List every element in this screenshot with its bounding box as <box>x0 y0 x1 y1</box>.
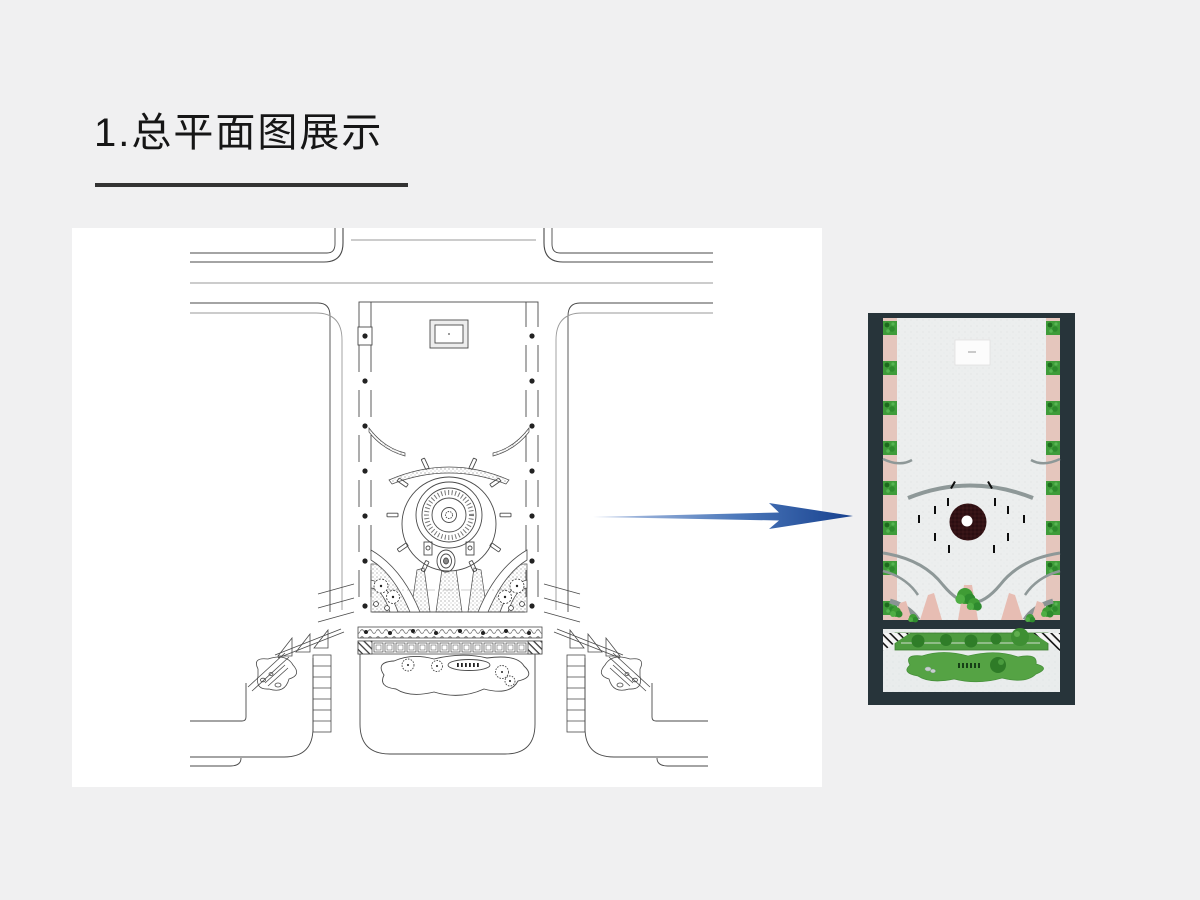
render-plan-panel <box>868 313 1075 705</box>
render-lawn-label-marks <box>958 663 980 668</box>
cad-paving-band <box>357 640 543 655</box>
render-plaza <box>883 318 1060 620</box>
cad-left-terrace <box>247 628 345 733</box>
cad-plan-drawing <box>190 228 713 767</box>
cad-planting-band <box>370 549 528 613</box>
cad-trees <box>373 578 525 611</box>
render-stage <box>954 339 991 366</box>
render-dash-markers <box>918 481 1025 553</box>
right-arrow-icon <box>593 503 853 529</box>
render-right-steps <box>1033 633 1060 651</box>
render-plan-image <box>868 313 1075 705</box>
title-underline <box>95 183 408 187</box>
cad-columns <box>357 326 540 616</box>
render-bottom-section <box>883 628 1060 692</box>
page-title: 1.总平面图展示 <box>94 111 384 155</box>
cad-plan-panel <box>72 228 822 787</box>
cad-lawn-label-marks <box>457 663 479 667</box>
cad-right-terrace <box>553 628 651 733</box>
cad-fountain <box>386 457 512 573</box>
render-left-steps <box>883 633 910 651</box>
transform-arrow <box>593 502 853 530</box>
cad-roads <box>190 228 713 767</box>
render-fountain <box>949 503 987 541</box>
cad-lawn <box>380 654 530 696</box>
cad-arcs <box>368 426 530 485</box>
cad-hedge-band <box>357 626 543 639</box>
cad-plaza <box>358 301 539 613</box>
